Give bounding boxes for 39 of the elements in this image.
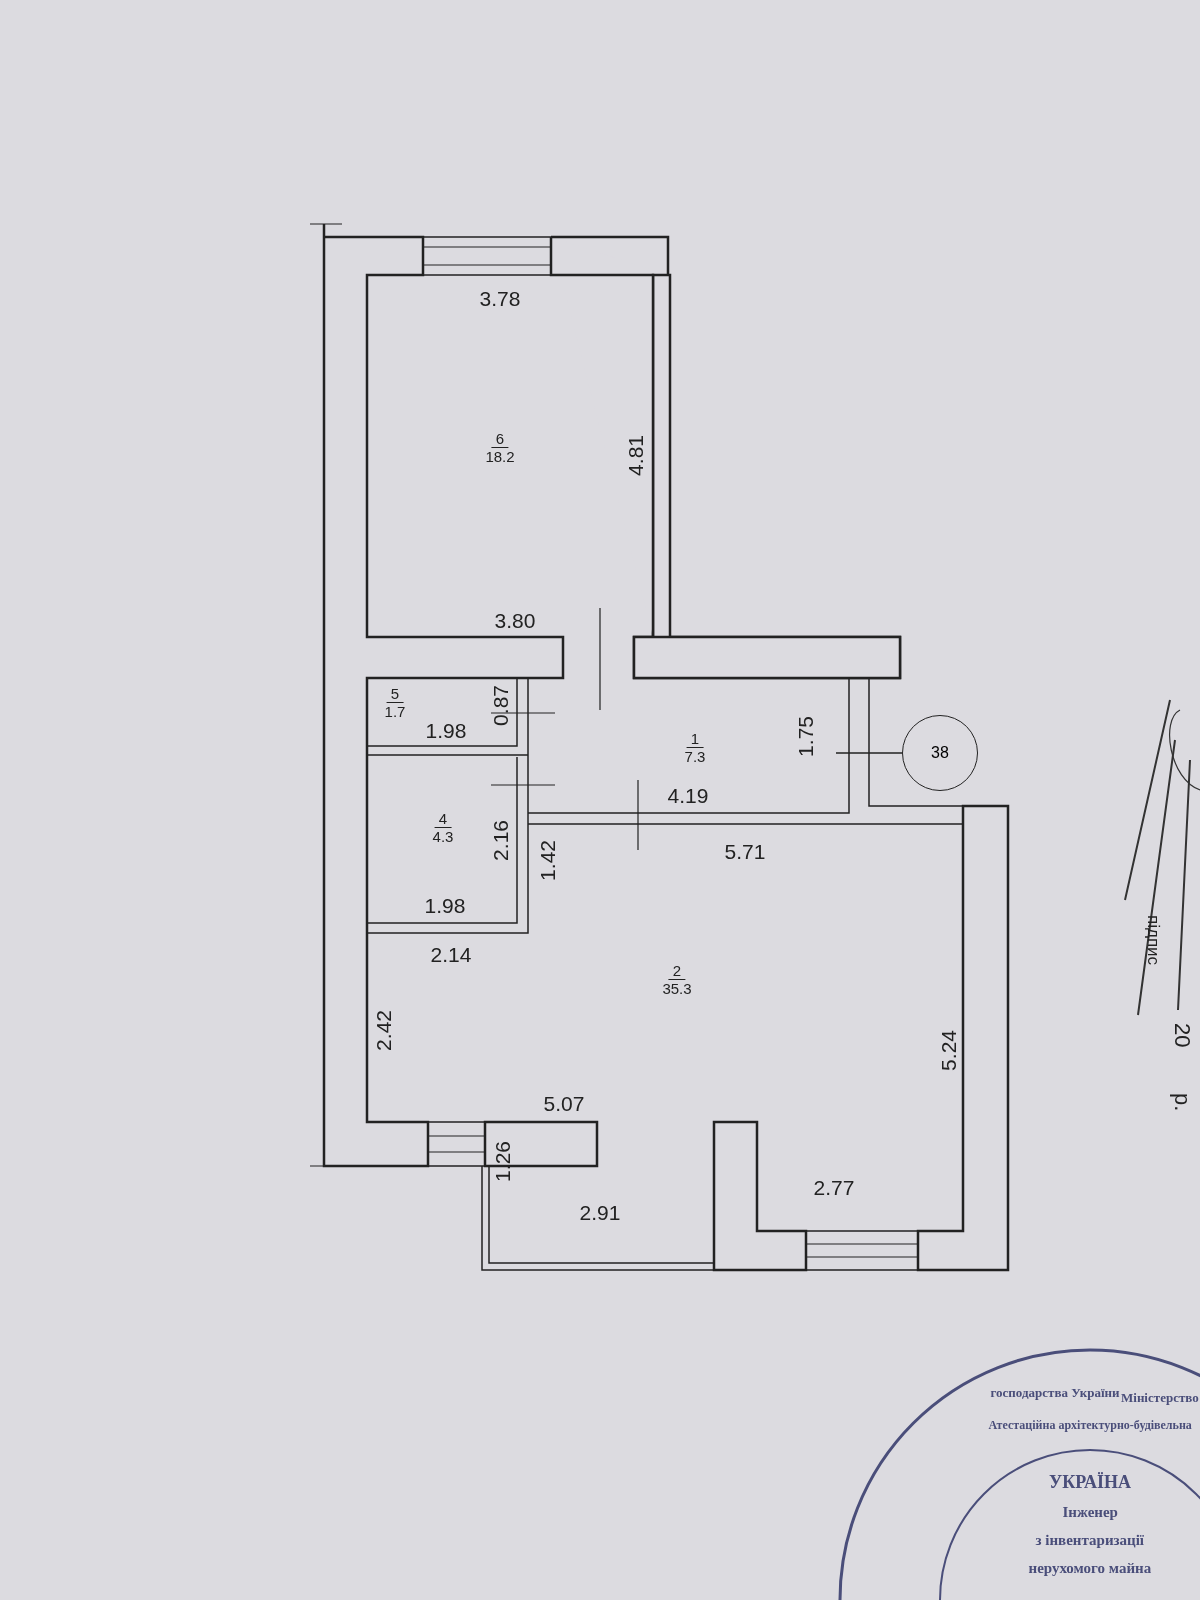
room-number: 1 — [686, 731, 704, 748]
dimension-label: 1.98 — [424, 895, 466, 917]
dimension-label: 2.91 — [579, 1202, 621, 1224]
stamp-text: Міністерство — [1121, 1390, 1199, 1404]
stamp-text: Інженер — [1062, 1504, 1118, 1520]
room-area-value: 4.3 — [432, 828, 454, 845]
stamp-text: Атестаційна архітектурно-будівельна — [988, 1419, 1192, 1431]
signature-caption: підпис — [1143, 915, 1164, 966]
dimension-label: 2.77 — [813, 1177, 855, 1199]
stamp-text: з інвентаризації — [1035, 1532, 1145, 1548]
dimension-label: 5.07 — [543, 1093, 585, 1115]
dimension-label: 2.14 — [430, 944, 472, 966]
room-number: 2 — [668, 963, 686, 980]
stamp-text: УКРАЇНА — [1049, 1473, 1131, 1491]
dimension-label: 1.26 — [492, 1140, 514, 1182]
stamp-text: нерухомого майна — [1028, 1560, 1152, 1576]
room-area-value: 35.3 — [662, 980, 692, 997]
dimension-label: 1.42 — [537, 839, 559, 881]
room-number: 6 — [491, 431, 509, 448]
dimension-label: 1.98 — [425, 720, 467, 742]
dimension-label: 5.71 — [724, 841, 766, 863]
date-text: 20 — [1171, 1023, 1193, 1048]
dimension-label: 5.24 — [938, 1029, 960, 1071]
date-text: р. — [1171, 1093, 1193, 1112]
dimension-label: 2.16 — [490, 819, 512, 861]
room-area-value: 1.7 — [384, 703, 406, 720]
room-number: 5 — [386, 686, 404, 703]
room-number: 4 — [434, 811, 452, 828]
stamp-text: господарства України — [990, 1385, 1120, 1399]
dimension-label: 2.42 — [373, 1009, 395, 1051]
dimension-label: 4.81 — [625, 434, 647, 476]
leader-line — [835, 752, 903, 754]
dimension-label: 3.78 — [479, 288, 521, 310]
dimension-label: 4.19 — [667, 785, 709, 807]
dimension-label: 3.80 — [494, 610, 536, 632]
room-area-value: 7.3 — [684, 748, 706, 765]
dimension-label: 1.75 — [795, 715, 817, 757]
dimension-label: 0.87 — [490, 684, 512, 726]
room-area-value: 18.2 — [485, 448, 515, 465]
